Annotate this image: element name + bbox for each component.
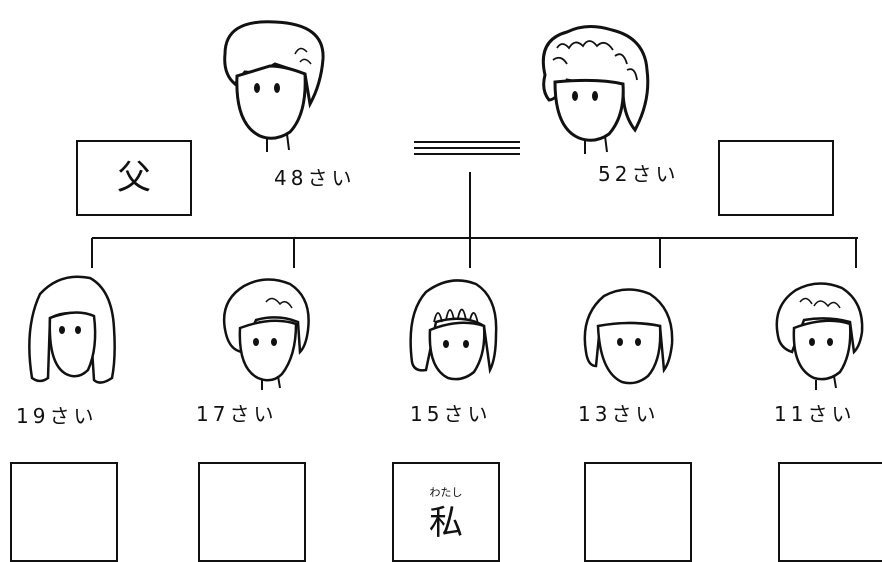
child-3-face [409, 279, 498, 381]
child-3-age: 15さい [410, 402, 492, 426]
father-age: 48さい [274, 166, 356, 190]
child-1-face [28, 275, 116, 384]
child-2-name-box[interactable] [198, 462, 306, 562]
father-name-box[interactable]: 父 [76, 140, 192, 216]
child-3-furigana: わたし [429, 486, 463, 499]
child-4-age: 13さい [578, 402, 660, 426]
father-box-label: 父 [117, 158, 151, 198]
child-4-name-box[interactable] [584, 462, 692, 562]
child-1-name-box[interactable] [10, 462, 118, 562]
mother-face [541, 25, 650, 154]
child-2-age: 17さい [196, 402, 278, 426]
mother-age: 52さい [598, 162, 680, 186]
child-3-name-box[interactable]: わたし 私 [392, 462, 500, 562]
child-4-face [583, 288, 674, 385]
child-2-face [222, 278, 310, 390]
child-5-name-box[interactable] [778, 462, 882, 562]
father-face [223, 20, 325, 152]
child-5-age: 11さい [774, 402, 856, 426]
mother-name-box[interactable] [718, 140, 834, 216]
child-5-face [775, 282, 864, 390]
child-1-age: 19さい [16, 404, 98, 428]
child-3-box-label: 私 [429, 503, 463, 543]
